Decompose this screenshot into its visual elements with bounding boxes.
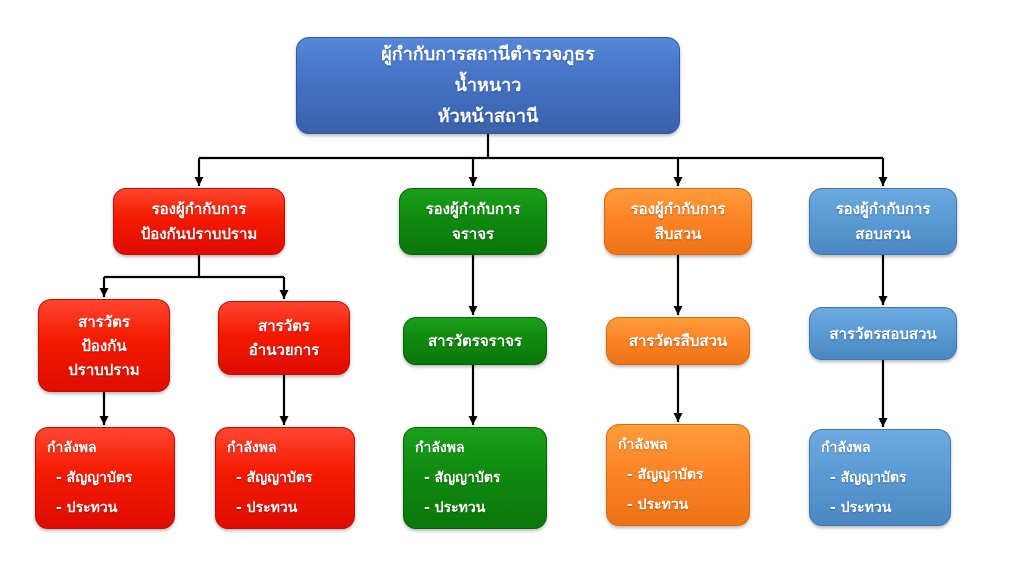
inspector-line: ปราบปราม — [68, 360, 140, 379]
personnel-line: - สัญญาบัตร — [627, 467, 704, 483]
personnel-line: กำลังพล — [227, 440, 277, 456]
personnel-line: - ประทวน — [830, 499, 892, 516]
inspector-line: อำนวยการ — [248, 341, 320, 359]
personnel-inquiry-box: กำลังพล - สัญญาบัตร - ประทวน — [809, 429, 951, 526]
root-line: หัวหน้าสถานี — [437, 106, 539, 127]
personnel-traffic-box: กำลังพล - สัญญาบัตร - ประทวน — [403, 427, 547, 529]
inspector-line: สารวัตร — [78, 312, 130, 331]
personnel-line: - สัญญาบัตร — [236, 470, 313, 486]
deputy-traffic-box: รองผู้กำกับการ จราจร — [399, 188, 547, 255]
inspector-investigation-box: สารวัตรสืบสวน — [606, 317, 750, 365]
personnel-line: กำลังพล — [821, 439, 871, 456]
personnel-line: - สัญญาบัตร — [56, 470, 133, 486]
deputy-prevention-suppression-box: รองผู้กำกับการ ป้องกันปราบปราม — [113, 188, 285, 255]
inspector-line: ป้องกัน — [81, 336, 127, 355]
inspector-line: สารวัตรสืบสวน — [628, 332, 728, 350]
deputy-investigation-box: รองผู้กำกับการ สืบสวน — [604, 188, 752, 255]
inspector-line: สารวัตรจราจร — [428, 332, 522, 350]
personnel-line: - สัญญาบัตร — [424, 470, 501, 486]
deputy-line: ป้องกันปราบปราม — [140, 224, 258, 243]
personnel-line: - ประทวน — [424, 500, 486, 516]
deputy-line: สืบสวน — [654, 224, 702, 243]
personnel-line: - ประทวน — [236, 500, 298, 516]
personnel-line: - ประทวน — [56, 500, 118, 516]
inspector-prevention-suppression-box: สารวัตร ป้องกัน ปราบปราม — [38, 299, 170, 392]
deputy-line: รองผู้กำกับการ — [630, 199, 726, 218]
root-line: ผู้กำกับการสถานีตำรวจภูธร — [381, 44, 595, 65]
deputy-line: จราจร — [451, 224, 495, 243]
personnel-line: - สัญญาบัตร — [830, 469, 907, 486]
personnel-line: กำลังพล — [47, 440, 97, 456]
deputy-line: รองผู้กำกับการ — [151, 199, 247, 218]
root-superintendent-box: ผู้กำกับการสถานีตำรวจภูธร น้ำหนาว หัวหน้… — [296, 37, 680, 134]
personnel-prevention-suppression-box: กำลังพล - สัญญาบัตร - ประทวน — [35, 427, 175, 529]
deputy-inquiry-box: รองผู้กำกับการ สอบสวน — [809, 188, 957, 255]
personnel-line: กำลังพล — [618, 437, 668, 453]
root-line: น้ำหนาว — [454, 75, 522, 96]
inspector-traffic-box: สารวัตรจราจร — [403, 317, 547, 365]
deputy-line: รองผู้กำกับการ — [835, 199, 931, 218]
deputy-line: สอบสวน — [855, 224, 911, 243]
inspector-line: สารวัตร — [258, 317, 310, 335]
deputy-line: รองผู้กำกับการ — [425, 199, 521, 218]
personnel-administration-box: กำลังพล - สัญญาบัตร - ประทวน — [215, 427, 355, 529]
personnel-investigation-box: กำลังพล - สัญญาบัตร - ประทวน — [606, 424, 750, 526]
inspector-administration-box: สารวัตร อำนวยการ — [218, 301, 350, 375]
personnel-line: - ประทวน — [627, 497, 689, 513]
inspector-inquiry-box: สารวัตรสอบสวน — [809, 307, 957, 360]
personnel-line: กำลังพล — [415, 440, 465, 456]
inspector-line: สารวัตรสอบสวน — [829, 324, 937, 343]
